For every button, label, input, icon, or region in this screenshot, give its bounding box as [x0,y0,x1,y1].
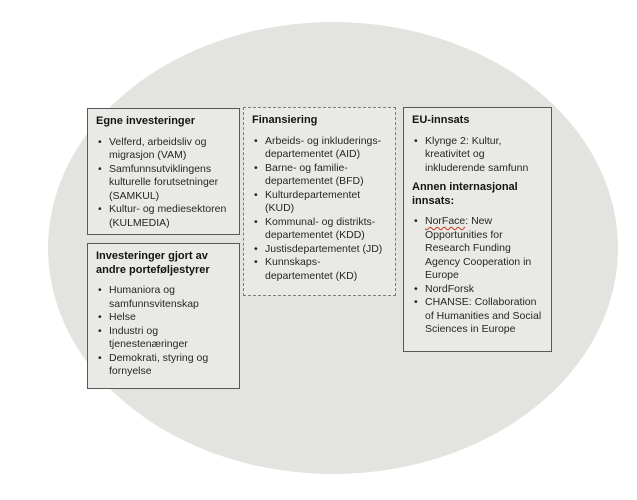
box-title: EU-innsats [412,114,470,126]
bullet-item: Klynge 2: Kultur, kreativitet og inklude… [412,135,546,176]
bullet-item: Industri og tjenestenæringer [96,325,234,352]
box-title: Finansiering [252,114,318,126]
box-andre-portefoljestyrer: Investeringer gjort av andre porteføljes… [87,243,240,389]
bullet-item: Kunnskaps- departementet (KD) [252,256,390,283]
bullet-item: NorFace: New Opportunities for Research … [412,215,546,283]
bullet-item: Humaniora og samfunnsvitenskap [96,284,234,311]
box-egne-investeringer: Egne investeringer Velferd, arbeidsliv o… [87,108,240,235]
box-eu-innsats: EU-innsats Klynge 2: Kultur, kreativitet… [403,107,552,352]
bullet-item: Demokrati, styring og fornyelse [96,352,234,379]
bullet-item-text: : New Opportunities for Research Funding… [425,215,532,281]
bullet-item: CHANSE: Collaboration of Humanities and … [412,296,546,337]
box-finansiering: Finansiering Arbeids- og inkluderings- d… [243,107,396,296]
bullet-item: Velferd, arbeidsliv og migrasjon (VAM) [96,136,234,163]
bullet-item: Kommunal- og distrikts- departementet (K… [252,216,390,243]
bullet-item: Helse [96,311,234,325]
spellcheck-flagged-word: NorFace [425,215,466,227]
bullet-item: Barne- og familie- departementet (BFD) [252,162,390,189]
box-title: Egne investeringer [96,115,196,127]
bullet-list: Humaniora og samfunnsvitenskap Helse Ind… [96,284,234,379]
bullet-list: Klynge 2: Kultur, kreativitet og inklude… [412,135,546,176]
bullet-item: Kultur- og mediesektoren (KULMEDIA) [96,203,234,230]
bullet-item: NordForsk [412,283,546,297]
bullet-item: Samfunnsutviklingens kulturelle forutset… [96,163,234,204]
box-title: Investeringer gjort av andre porteføljes… [96,250,210,276]
bullet-item: Arbeids- og inkluderings- departementet … [252,135,390,162]
bullet-list: Arbeids- og inkluderings- departementet … [252,135,390,284]
bullet-list: NorFace: New Opportunities for Research … [412,215,546,337]
bullet-item: Kulturdepartementet (KUD) [252,189,390,216]
bullet-item: Justisdepartementet (JD) [252,243,390,257]
bullet-list: Velferd, arbeidsliv og migrasjon (VAM) S… [96,136,234,231]
box-subtitle: Annen internasjonal innsats: [412,181,518,207]
